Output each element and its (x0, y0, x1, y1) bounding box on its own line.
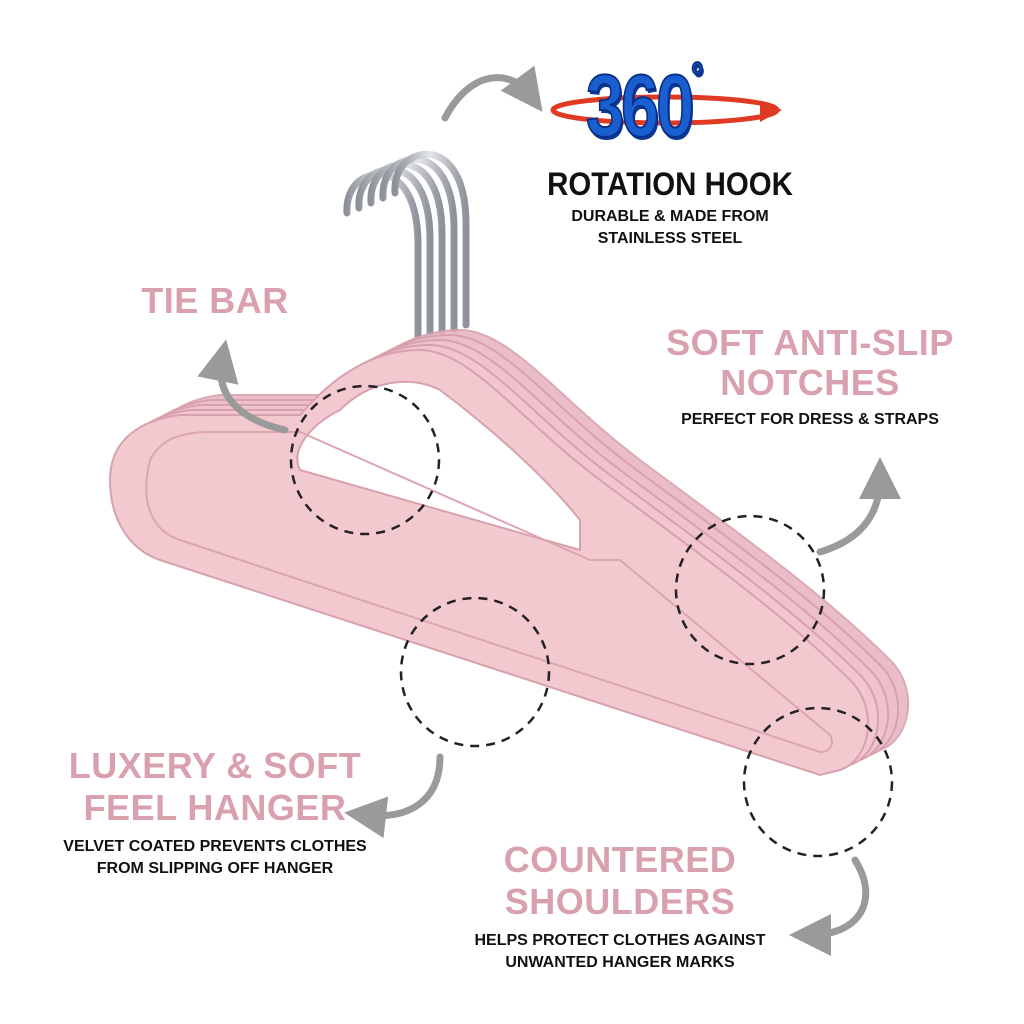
rotation-ring-icon (550, 94, 782, 126)
360-logo: 360° (585, 54, 726, 156)
rotation-hook-line-2: STAINLESS STEEL (597, 230, 743, 248)
luxury-callout: LUXERY & SOFT FEEL HANGER VELVET COATED … (50, 748, 380, 881)
luxury-line-1: VELVET COATED PREVENTS CLOTHES (63, 838, 367, 855)
shoulders-line-2: UNWANTED HANGER MARKS (505, 954, 735, 972)
shoulders-callout: COUNTERED SHOULDERS HELPS PROTECT CLOTHE… (470, 842, 770, 975)
curved-arrow-icon (197, 65, 901, 956)
notches-circle (674, 514, 826, 666)
shoulders-title-1: COUNTERED (503, 839, 737, 880)
luxury-line-2: FROM SLIPPING OFF HANGER (96, 860, 334, 878)
luxury-title-1: LUXERY & SOFT (68, 745, 362, 786)
tie-bar-title: TIE BAR (141, 280, 289, 321)
anti-slip-callout: SOFT ANTI-SLIP NOTCHES PERFECT FOR DRESS… (660, 325, 960, 431)
tie-bar-circle (289, 384, 441, 536)
rotation-hook-line-1: DURABLE & MADE FROM (571, 208, 769, 225)
velvet-circle (399, 596, 551, 748)
dashed-callout-circles (289, 384, 894, 858)
rotation-hook-title: ROTATION HOOK (547, 166, 793, 202)
luxury-title-2: FEEL HANGER (83, 787, 347, 828)
pink-hangers (108, 328, 910, 777)
anti-slip-line-1: PERFECT FOR DRESS & STRAPS (681, 411, 939, 428)
shoulders-circle (742, 706, 894, 858)
shoulders-line-1: HELPS PROTECT CLOTHES AGAINST (474, 932, 766, 949)
logo-number: 360 (585, 55, 695, 156)
rotation-hook-callout: ROTATION HOOK DURABLE & MADE FROM STAINL… (520, 168, 820, 251)
anti-slip-title-1: SOFT ANTI-SLIP (666, 322, 954, 363)
shoulders-title-2: SHOULDERS (504, 881, 736, 922)
steel-hooks (343, 150, 470, 349)
logo-degree: ° (690, 54, 704, 100)
anti-slip-title-2: NOTCHES (720, 362, 900, 403)
